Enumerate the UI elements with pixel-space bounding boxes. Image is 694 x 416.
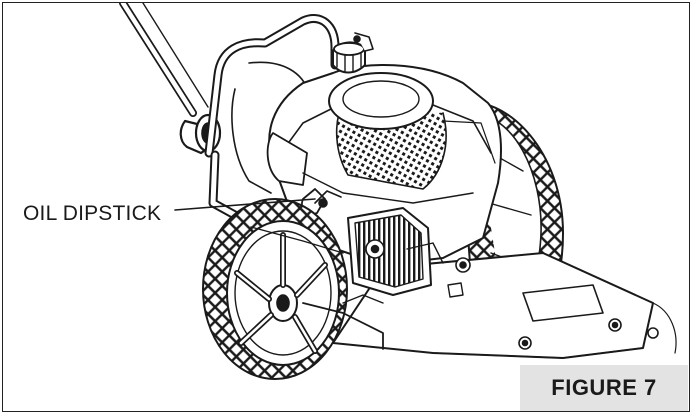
- figure-label-box: FIGURE 7: [520, 365, 688, 411]
- fuel-cap-icon: [332, 32, 374, 74]
- figure-frame: OIL DIPSTICK FIGURE 7: [2, 2, 690, 412]
- front-wheel: [202, 198, 348, 380]
- callout-leader-line: [174, 198, 316, 211]
- figure-label: FIGURE 7: [551, 375, 657, 400]
- engine-illustration: [119, 3, 677, 380]
- engine-block: [266, 63, 502, 266]
- oil-dipstick-label: OIL DIPSTICK: [23, 202, 162, 225]
- handle-bar: [119, 3, 209, 117]
- muffler-guard: [347, 207, 444, 296]
- axle-frame: [250, 226, 471, 350]
